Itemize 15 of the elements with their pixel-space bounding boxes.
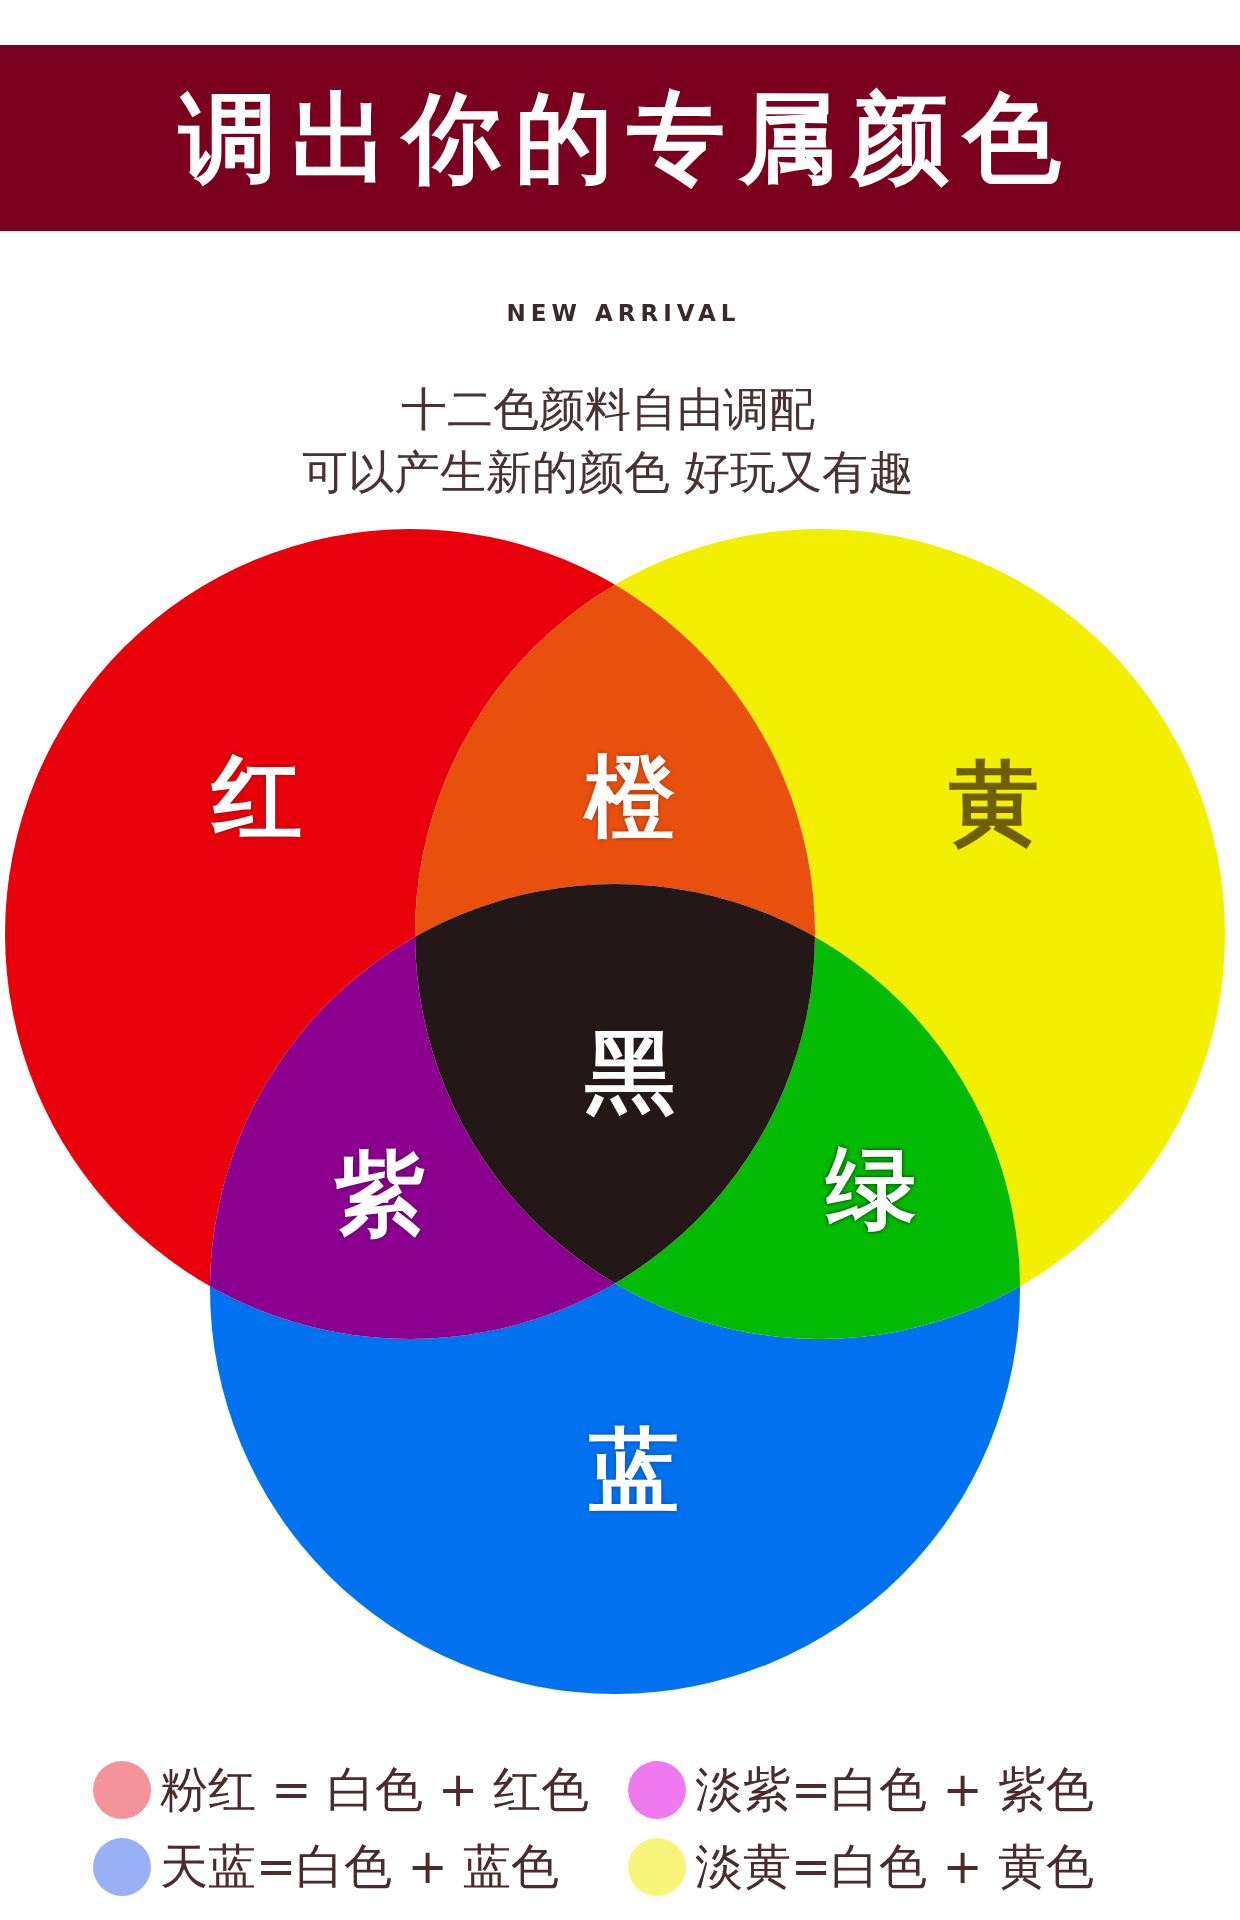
subtitle: 十二色颜料自由调配 [401, 383, 815, 436]
legend-text: 粉红 = 白色 + 红色 [160, 1762, 590, 1818]
region-label: 蓝 [589, 1419, 679, 1519]
title: 调出你的专属颜色 [177, 84, 1075, 192]
region-label: 紫 [335, 1143, 425, 1243]
subtitle: 可以产生新的颜色 好玩又有趣 [301, 446, 915, 499]
legend-text: 淡紫=白色 + 紫色 [695, 1762, 1094, 1818]
region-label: 黄 [949, 752, 1039, 852]
legend-text: 淡黄=白色 + 黄色 [695, 1839, 1094, 1895]
legend-text: 天蓝=白色 + 蓝色 [160, 1839, 559, 1895]
region-label: 红 [212, 746, 302, 846]
region-label: 橙 [585, 746, 675, 846]
region-label: 黑 [585, 1021, 675, 1121]
region-label: 绿 [826, 1137, 916, 1237]
tagline: NEW ARRIVAL [505, 300, 741, 327]
